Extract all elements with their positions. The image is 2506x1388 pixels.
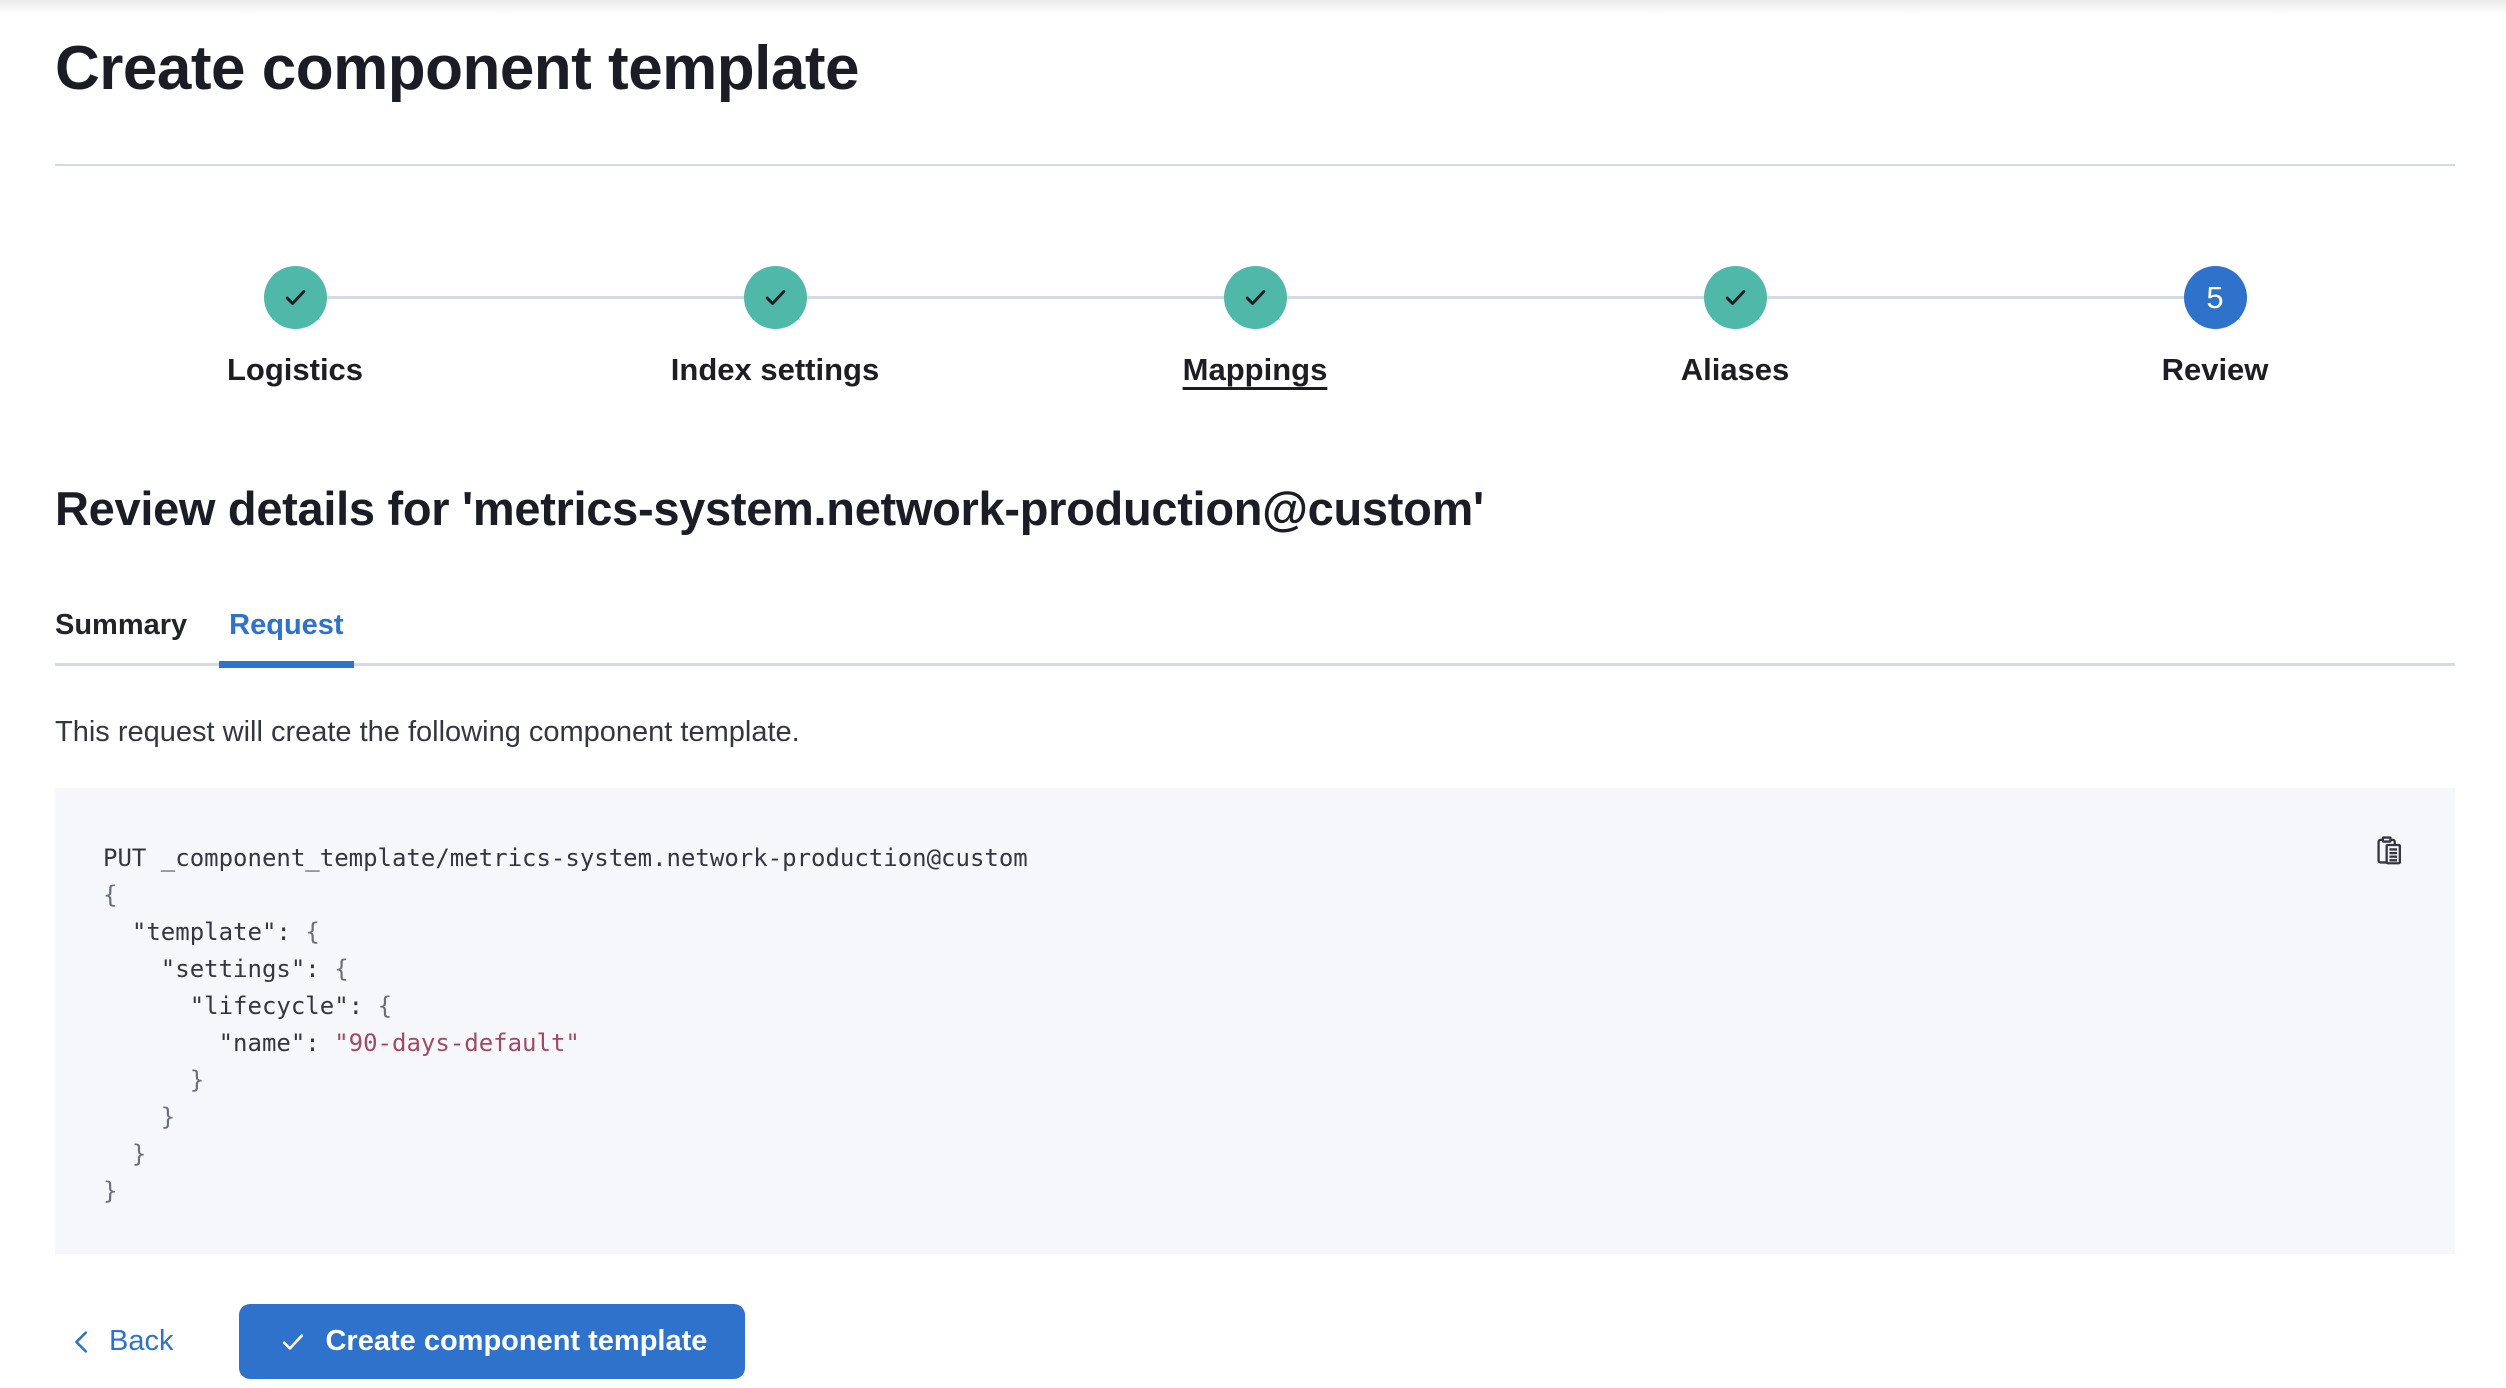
create-button-label: Create component template xyxy=(325,1325,708,1357)
step-complete-circle xyxy=(743,266,807,329)
code-token: : xyxy=(305,955,335,983)
code-token: { xyxy=(103,881,118,909)
code-token: "lifecycle" xyxy=(189,992,349,1020)
step-complete-circle xyxy=(1223,266,1287,329)
step-label: Mappings xyxy=(1182,352,1328,387)
step-label: Aliases xyxy=(1680,352,1790,387)
code-line: "template": { xyxy=(103,914,2407,951)
code-token xyxy=(103,992,190,1020)
back-label: Back xyxy=(109,1325,174,1357)
code-token: : xyxy=(348,992,378,1020)
tab-summary[interactable]: Summary xyxy=(45,607,197,663)
request-description: This request will create the following c… xyxy=(55,716,800,748)
request-code: PUT _component_template/metrics-system.n… xyxy=(103,840,2407,1210)
check-icon xyxy=(1725,290,1745,305)
code-line: "lifecycle": { xyxy=(103,988,2407,1025)
code-line: "name": "90-days-default" xyxy=(103,1025,2407,1062)
code-token: "template" xyxy=(131,918,277,946)
code-line: } xyxy=(103,1062,2407,1099)
code-line: { xyxy=(103,877,2407,914)
review-heading: Review details for 'metrics-system.netwo… xyxy=(55,482,1484,535)
check-icon xyxy=(1245,290,1265,305)
step-label: Index settings xyxy=(670,352,880,387)
step-number-circle: 5 xyxy=(2183,266,2247,329)
check-icon xyxy=(283,1333,304,1350)
code-token: : xyxy=(276,918,306,946)
create-component-template-button[interactable]: Create component template xyxy=(239,1304,746,1379)
request-code-block: PUT _component_template/metrics-system.n… xyxy=(55,788,2455,1254)
code-token: } xyxy=(103,1103,176,1131)
code-token: { xyxy=(334,955,349,983)
code-token xyxy=(103,918,132,946)
code-line: } xyxy=(103,1173,2407,1210)
step-aliases[interactable]: Aliases xyxy=(1495,266,1975,389)
code-token: { xyxy=(305,918,320,946)
code-token: "name" xyxy=(218,1029,306,1057)
code-line: } xyxy=(103,1136,2407,1173)
step-logistics[interactable]: Logistics xyxy=(55,266,535,389)
code-line: "settings": { xyxy=(103,951,2407,988)
code-line: PUT _component_template/metrics-system.n… xyxy=(103,840,2407,877)
step-complete-circle xyxy=(1703,266,1767,329)
check-icon xyxy=(285,290,305,305)
copy-button[interactable] xyxy=(2365,828,2413,876)
footer-actions: Back Create component template xyxy=(55,1304,2455,1379)
code-token: : xyxy=(305,1029,335,1057)
create-component-template-page: Create component template Logistics Index… xyxy=(55,0,2455,1379)
code-token: "90-days-default" xyxy=(334,1029,580,1057)
step-complete-circle xyxy=(263,266,327,329)
step-index-settings[interactable]: Index settings xyxy=(535,266,1015,389)
top-scroll-shadow xyxy=(0,0,2506,14)
code-token: } xyxy=(103,1066,205,1094)
title-divider xyxy=(55,164,2455,166)
step-label: Logistics xyxy=(226,352,364,387)
copy-clipboard-icon xyxy=(2377,836,2402,865)
tab-request[interactable]: Request xyxy=(219,607,355,668)
code-token: PUT _component_template/metrics-system.n… xyxy=(103,844,1028,872)
code-token xyxy=(103,955,161,983)
code-token: } xyxy=(103,1177,118,1205)
chevron-left-icon xyxy=(75,1330,88,1353)
back-button[interactable]: Back xyxy=(67,1325,173,1358)
page-title: Create component template xyxy=(55,34,860,103)
step-label: Review xyxy=(2161,352,2269,387)
step-mappings[interactable]: Mappings xyxy=(1015,266,1495,389)
code-token: { xyxy=(377,992,393,1020)
code-token xyxy=(103,1029,219,1057)
code-token: "settings" xyxy=(160,955,306,983)
check-icon xyxy=(765,290,785,305)
code-line: } xyxy=(103,1099,2407,1136)
code-token: } xyxy=(103,1140,147,1168)
